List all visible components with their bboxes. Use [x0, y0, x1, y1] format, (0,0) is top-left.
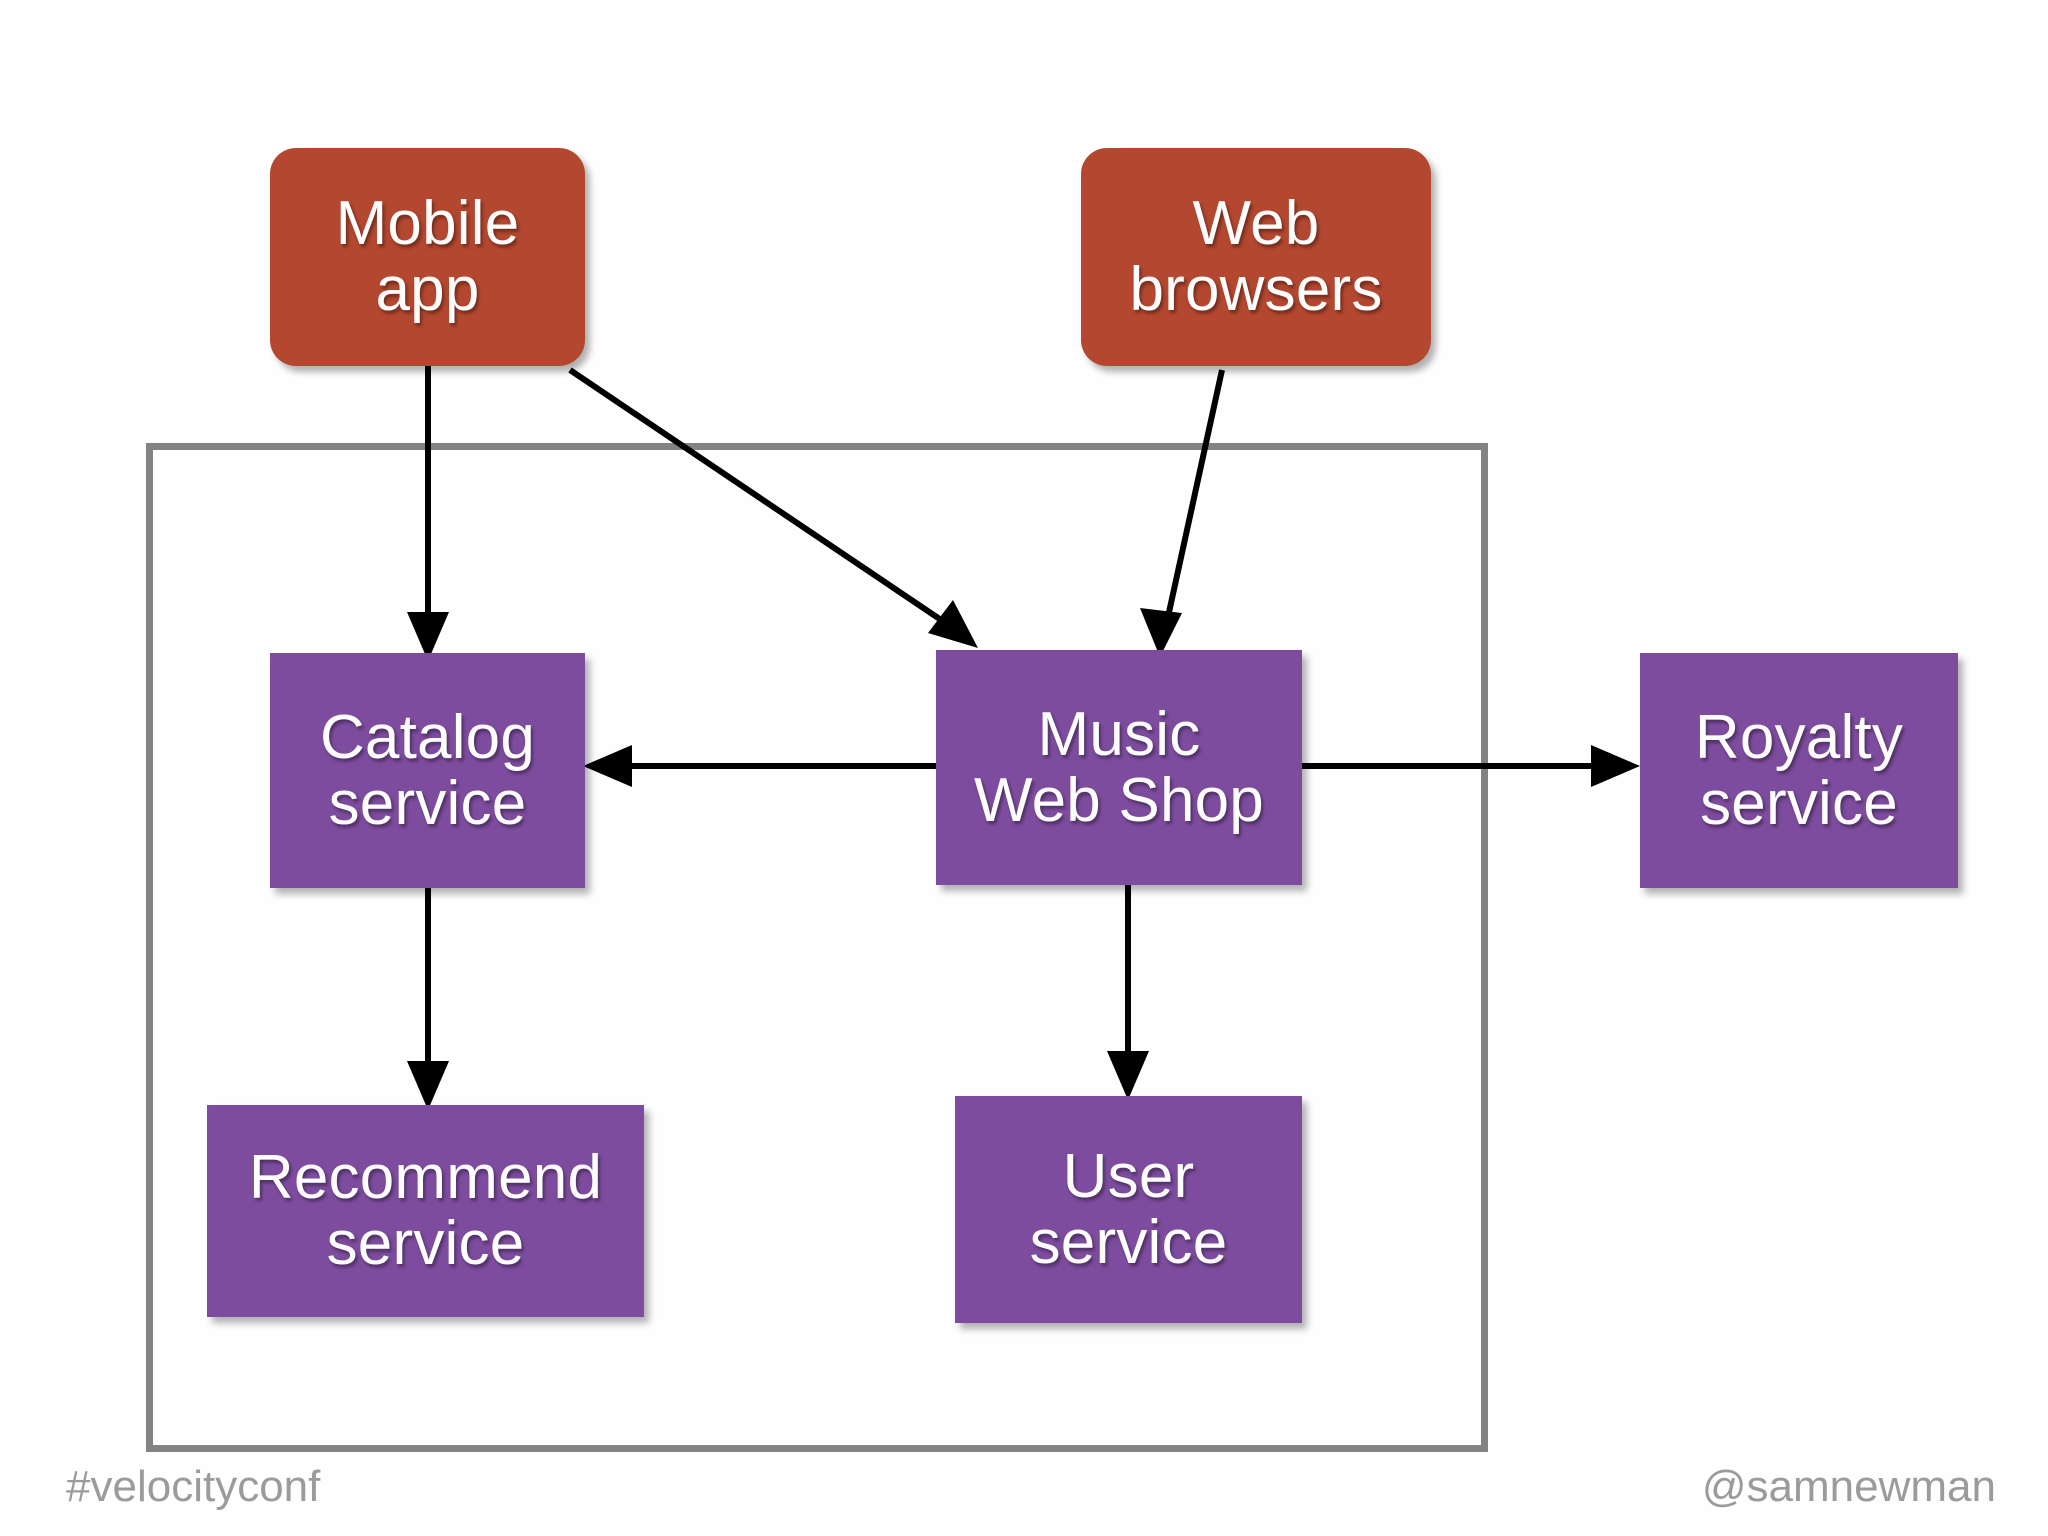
node-royalty-service-line-1: Royalty: [1694, 702, 1904, 772]
node-web-browsers[interactable]: Web browsers: [1081, 148, 1431, 366]
node-music-web-shop[interactable]: Music Web Shop: [936, 650, 1302, 885]
node-recommend-service-line-1: Recommend: [248, 1143, 603, 1213]
node-user-service-line-2: service: [1029, 1207, 1228, 1277]
node-catalog-service-line-2: service: [328, 768, 527, 838]
node-web-browsers-line-1: Web: [1192, 189, 1320, 259]
node-web-browsers-line-2: browsers: [1129, 255, 1383, 324]
footer-handle: @samnewman: [1701, 1462, 1996, 1511]
node-mobile-app[interactable]: Mobile app: [270, 148, 585, 366]
node-royalty-service[interactable]: Royalty service: [1640, 653, 1958, 888]
node-music-web-shop-line-2: Web Shop: [974, 765, 1264, 835]
node-mobile-app-line-2: app: [375, 255, 480, 324]
node-mobile-app-line-1: Mobile: [335, 189, 520, 259]
footer-hashtag: #velocityconf: [66, 1462, 321, 1511]
node-user-service[interactable]: User service: [955, 1096, 1302, 1323]
node-music-web-shop-line-1: Music: [1037, 699, 1201, 769]
node-user-service-line-1: User: [1062, 1141, 1195, 1211]
node-recommend-service-line-2: service: [326, 1209, 525, 1278]
node-catalog-service-line-1: Catalog: [319, 702, 536, 772]
node-royalty-service-line-2: service: [1700, 768, 1898, 838]
node-catalog-service[interactable]: Catalog service: [270, 653, 585, 888]
node-recommend-service[interactable]: Recommend service: [207, 1105, 644, 1317]
